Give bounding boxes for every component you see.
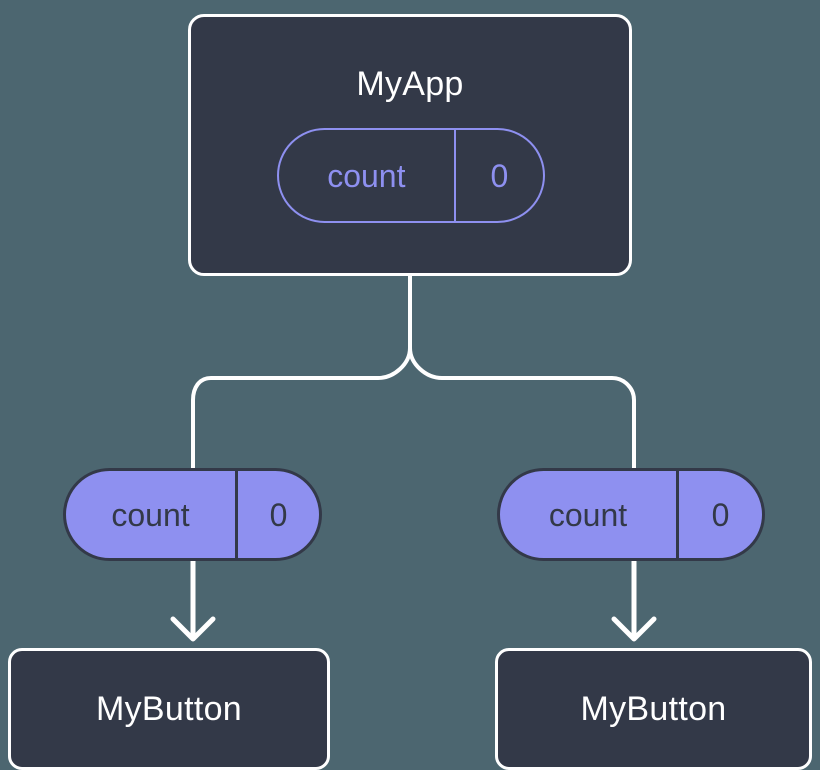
- component-node-mybutton-right[interactable]: MyButton: [495, 648, 812, 770]
- component-node-myapp[interactable]: MyApp: [188, 14, 632, 276]
- state-pill-count[interactable]: count 0: [277, 128, 545, 223]
- prop-pill-key: count: [548, 496, 628, 533]
- prop-pill-count-left[interactable]: count 0: [63, 468, 322, 561]
- component-node-mybutton-left[interactable]: MyButton: [8, 648, 330, 770]
- component-label-mybutton: MyButton: [580, 690, 727, 728]
- component-label-myapp: MyApp: [356, 65, 464, 103]
- state-pill-key: count: [327, 157, 406, 194]
- prop-pill-key: count: [111, 496, 190, 533]
- prop-flow-arrow-left-head: [170, 616, 216, 642]
- branch-connector-right: [408, 274, 636, 470]
- prop-pill-value: 0: [676, 471, 762, 558]
- prop-pill-count-right[interactable]: count 0: [497, 468, 765, 561]
- component-label-mybutton: MyButton: [95, 690, 243, 728]
- state-pill-value: 0: [453, 130, 543, 221]
- prop-pill-value: 0: [235, 471, 319, 558]
- prop-flow-arrow-right-head: [611, 616, 657, 642]
- branch-connector-left: [191, 346, 412, 470]
